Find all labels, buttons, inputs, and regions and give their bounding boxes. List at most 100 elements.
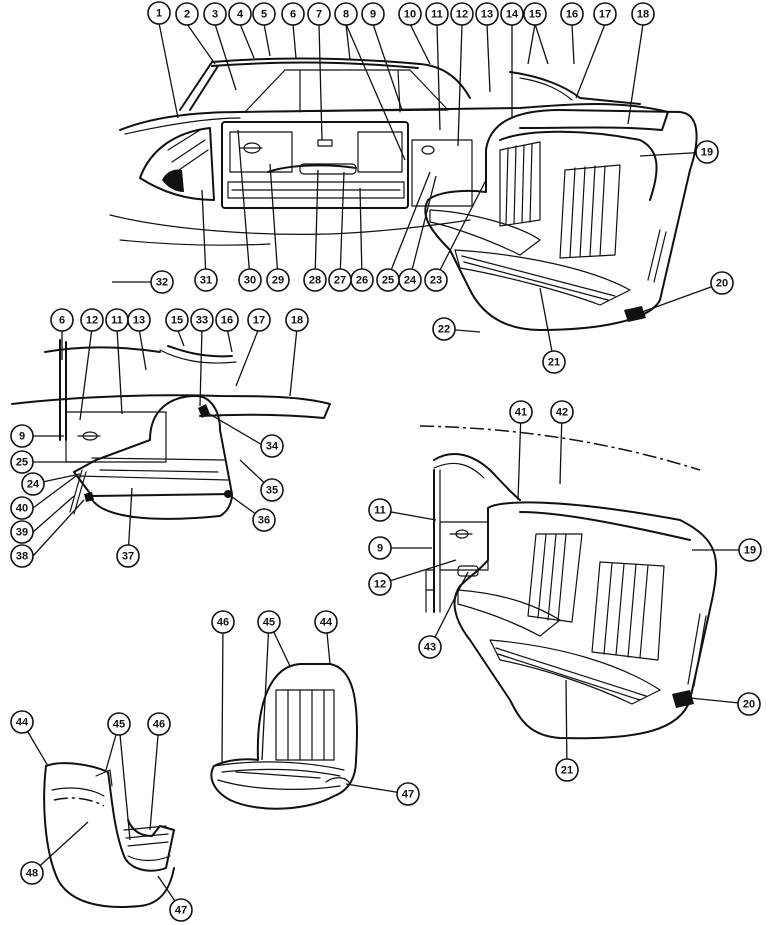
callout-circle	[238, 268, 262, 292]
callout-bubble: 44	[314, 610, 338, 634]
callout-bubble: 9	[368, 536, 392, 560]
callout-bubble: 6	[50, 308, 74, 332]
callout-number: 45	[263, 617, 275, 629]
callout-bubble: 45	[107, 712, 131, 736]
callout-number: 11	[111, 315, 123, 327]
callout-number: 20	[716, 278, 728, 290]
callout-number: 44	[16, 717, 29, 729]
callout-bubble: 22	[432, 317, 456, 341]
callout-number: 21	[561, 765, 573, 777]
callout-circle	[190, 308, 214, 332]
callout-circle	[593, 2, 617, 26]
callout-bubble: 27	[328, 268, 352, 292]
callout-circle	[116, 544, 140, 568]
callout-circle	[21, 472, 45, 496]
callout-circle	[303, 268, 327, 292]
callout-number: 39	[16, 527, 28, 539]
callout-number: 18	[637, 9, 649, 21]
callout-number: 6	[59, 315, 65, 327]
callout-bubble: 47	[169, 898, 193, 922]
callout-circle	[425, 2, 449, 26]
callout-circle	[147, 1, 171, 25]
callout-number: 45	[113, 719, 125, 731]
callout-number: 42	[556, 407, 568, 419]
callout-circle	[550, 400, 574, 424]
callout-bubble: 42	[550, 400, 574, 424]
callout-number: 31	[200, 275, 212, 287]
callout-circle	[10, 424, 34, 448]
bucket-seat-front	[210, 663, 358, 810]
callout-circle	[523, 2, 547, 26]
callout-number: 32	[156, 277, 168, 289]
callout-bubble: 20	[737, 692, 761, 716]
callout-number: 6	[290, 9, 296, 21]
callout-bubble: 10	[398, 2, 422, 26]
callout-number: 3	[212, 9, 218, 21]
callout-bubble: 20	[710, 271, 734, 295]
callout-circle	[10, 520, 34, 544]
callout-number: 22	[438, 324, 450, 336]
callout-circle	[194, 268, 218, 292]
callout-bubble: 17	[593, 2, 617, 26]
callout-bubble: 13	[475, 2, 499, 26]
callout-bubble: 35	[260, 478, 284, 502]
callout-bubble: 44	[10, 710, 34, 734]
callout-number: 48	[26, 868, 38, 880]
callout-circle	[328, 268, 352, 292]
callout-number: 14	[506, 9, 519, 21]
callout-number: 47	[175, 905, 187, 917]
callout-bubble: 11	[425, 2, 449, 26]
callout-circle	[211, 610, 235, 634]
callout-bubble: 43	[418, 635, 442, 659]
callout-circle	[260, 478, 284, 502]
callout-bubble: 48	[20, 861, 44, 885]
callout-bubble: 46	[211, 610, 235, 634]
callout-circle	[150, 270, 174, 294]
callout-bubble: 3	[203, 2, 227, 26]
callout-number: 29	[272, 275, 284, 287]
callout-circle	[376, 268, 400, 292]
callout-bubble: 15	[523, 2, 547, 26]
callout-circle	[247, 308, 271, 332]
callout-bubble: 28	[303, 268, 327, 292]
callout-circle	[252, 508, 276, 532]
callout-circle	[10, 496, 34, 520]
callout-number: 4	[237, 9, 244, 21]
callout-circle	[555, 758, 579, 782]
callout-circle	[107, 712, 131, 736]
callout-bubble: 23	[424, 268, 448, 292]
callout-bubble: 30	[238, 268, 262, 292]
callout-number: 8	[343, 9, 349, 21]
callout-bubble: 34	[260, 434, 284, 458]
callout-number: 40	[16, 503, 28, 515]
callout-circle	[631, 2, 655, 26]
callout-number: 15	[529, 9, 541, 21]
callout-number: 2	[184, 9, 190, 21]
callout-bubble: 8	[334, 2, 358, 26]
callout-bubble: 5	[252, 2, 276, 26]
callout-bubble: 16	[560, 2, 584, 26]
callout-circle	[334, 2, 358, 26]
callout-circle	[695, 140, 719, 164]
callout-circle	[418, 635, 442, 659]
callout-bubble: 45	[257, 610, 281, 634]
callout-circle	[10, 710, 34, 734]
callout-bubble: 24	[21, 472, 45, 496]
callout-number: 47	[402, 789, 414, 801]
callout-bubble: 11	[368, 498, 392, 522]
callout-number: 24	[404, 275, 417, 287]
callout-circle	[165, 308, 189, 332]
callout-bubble: 12	[368, 572, 392, 596]
callout-number: 9	[377, 543, 383, 555]
callout-bubble: 25	[376, 268, 400, 292]
callout-circle	[368, 536, 392, 560]
callout-circle	[396, 782, 420, 806]
callout-bubble: 19	[695, 140, 719, 164]
callout-circle	[281, 2, 305, 26]
callout-number: 25	[16, 457, 28, 469]
callout-circle	[228, 2, 252, 26]
callout-bubble: 29	[266, 268, 290, 292]
callout-circle	[127, 308, 151, 332]
callout-bubble: 18	[285, 308, 309, 332]
